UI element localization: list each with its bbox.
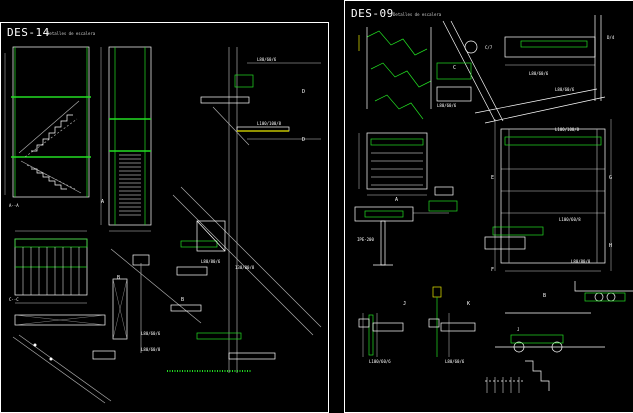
section-mark: D — [302, 89, 306, 95]
handrail-diagonal — [110, 186, 322, 372]
profile-label: L80/60/6 — [529, 71, 549, 76]
profile-label: L80/60/6 — [141, 331, 161, 336]
sheet-code: DES-14 — [7, 26, 50, 39]
left-sheet-drawing — [4, 46, 322, 404]
profile-label: L80/60/6 — [257, 57, 277, 62]
section-mark: C--C — [9, 297, 19, 302]
drawing-sheet-left: DES-14 Detalles de escalera — [0, 22, 329, 413]
sheet-code: DES-09 — [351, 7, 394, 20]
stair-isometric — [358, 27, 432, 120]
section-k — [428, 286, 476, 357]
section-mark: G — [609, 175, 613, 181]
stair-plan-a — [358, 132, 428, 196]
profile-label: L80/60/6 — [437, 103, 457, 108]
section-mark: D — [302, 137, 306, 143]
section-mark: A — [395, 197, 399, 203]
section-mark: F — [491, 267, 495, 273]
profile-label: L80/80/6 — [201, 259, 221, 264]
section-j — [358, 313, 404, 357]
beam-detail — [354, 186, 458, 266]
profile-label: L80/60/6 — [445, 359, 465, 364]
landing-beam — [112, 263, 142, 353]
profile-label: L100/60/6 — [369, 359, 391, 364]
column-detail — [200, 47, 321, 373]
section-mark: H — [609, 243, 613, 249]
detail-b — [485, 281, 633, 393]
profile-label: L100/100/8 — [555, 127, 580, 132]
section-mark: E — [491, 175, 495, 181]
profile-label: L100/60/8 — [559, 217, 581, 222]
profile-label: L80/60/6 — [555, 87, 575, 92]
section-mark: A--A — [9, 203, 19, 208]
section-mark: A — [101, 199, 105, 205]
section-mark: J — [403, 301, 407, 307]
drawing-sheet-right: DES-09 Detalles de escalera — [344, 0, 633, 413]
sheet-subtitle: Detalles de escalera — [47, 31, 96, 36]
section-mark: C — [453, 65, 457, 71]
section-mark: J — [517, 327, 520, 332]
profile-label: IPE-200 — [357, 237, 374, 242]
section-mark: B — [543, 293, 547, 299]
profile-label: L80/60/8 — [141, 347, 161, 352]
stair-elevation — [100, 46, 152, 232]
landing-plan — [484, 119, 612, 272]
right-sheet-drawing — [354, 15, 633, 393]
section-mark: B — [117, 275, 121, 281]
stair-section-a — [4, 46, 91, 198]
profile-label: 130/80/8 — [235, 265, 255, 270]
stair-plan-c — [14, 230, 88, 304]
section-mark: D/4 — [607, 35, 615, 40]
section-mark: B — [181, 297, 185, 303]
bottom-section — [12, 314, 116, 404]
profile-label: L100/100/8 — [257, 121, 282, 126]
plan-detail-c — [436, 15, 606, 124]
sheet-subtitle: Detalles de escalera — [393, 12, 442, 17]
profile-label: L80/80/8 — [571, 259, 591, 264]
section-mark: C/7 — [485, 45, 493, 50]
section-mark: K — [467, 301, 471, 307]
